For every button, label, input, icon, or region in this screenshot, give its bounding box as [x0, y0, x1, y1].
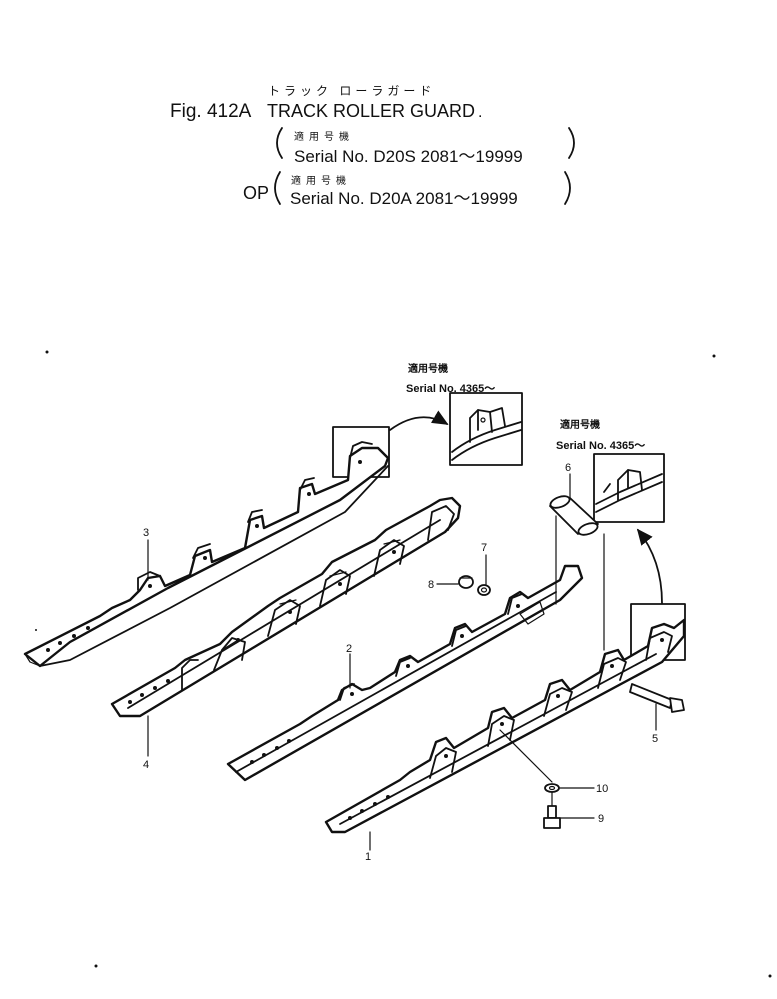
part-4-guard — [110, 496, 462, 718]
part-number-3: 3 — [143, 527, 149, 539]
part-8-nut — [458, 575, 474, 589]
callout-a-detail-box — [449, 392, 523, 466]
right-paren — [568, 127, 575, 159]
callout-a-kana: 適用号機 — [408, 362, 448, 375]
part-number-10: 10 — [596, 783, 608, 795]
callout-b-detail-box — [593, 453, 665, 523]
left-paren — [274, 171, 281, 205]
part-1-guard — [324, 618, 686, 834]
part-number-6: 6 — [565, 462, 571, 474]
kana-serial-2: 適用号機 — [291, 174, 351, 187]
part-number-7: 7 — [481, 542, 487, 554]
part-number-1: 1 — [365, 851, 371, 863]
part-numbers: 1 2 3 4 5 6 7 8 9 10 — [143, 462, 658, 863]
leader-lines — [147, 473, 657, 851]
callout-a-detail-sketch — [451, 407, 522, 461]
header: トラック ローラガード Fig. 412A TRACK ROLLER GUARD… — [170, 84, 575, 208]
callout-b-detail-sketch — [595, 469, 663, 513]
fig-label: Fig. 412A — [170, 101, 252, 122]
bolt-leader-line — [499, 729, 553, 783]
callout-b-serial: Serial No. 4365～ — [556, 440, 645, 452]
part-6-spacer — [549, 495, 605, 651]
kana-serial-1: 適用号機 — [294, 130, 354, 143]
op-label: OP — [243, 183, 269, 203]
scan-speckles — [35, 350, 772, 978]
callout-b-arrow — [636, 528, 663, 604]
page-title: TRACK ROLLER GUARD — [267, 101, 475, 121]
part-5-bolt — [629, 683, 685, 713]
part-10-washer — [544, 783, 560, 793]
callout-b: 適用号機 Serial No. 4365～ — [556, 418, 686, 661]
left-paren — [276, 127, 283, 159]
part-number-8: 8 — [428, 579, 434, 591]
callout-a: 適用号機 Serial No. 4365～ — [332, 362, 523, 478]
callout-a-arrow — [389, 410, 449, 431]
part-number-2: 2 — [346, 643, 352, 655]
title-dot: . — [478, 104, 482, 121]
serial-line-1: Serial No. D20S 2081～19999 — [294, 147, 523, 166]
serial-line-2: Serial No. D20A 2081～19999 — [290, 189, 518, 208]
part-number-5: 5 — [652, 733, 658, 745]
part-2-guard — [226, 564, 584, 782]
part-number-9: 9 — [598, 813, 604, 825]
part-9-bolt — [543, 805, 561, 829]
part-7-washer — [477, 584, 491, 596]
part-number-4: 4 — [143, 759, 149, 771]
callout-b-kana: 適用号機 — [560, 418, 600, 431]
callout-a-serial: Serial No. 4365～ — [406, 383, 495, 395]
right-paren — [564, 171, 571, 205]
kana-title: トラック ローラガード — [268, 84, 435, 98]
